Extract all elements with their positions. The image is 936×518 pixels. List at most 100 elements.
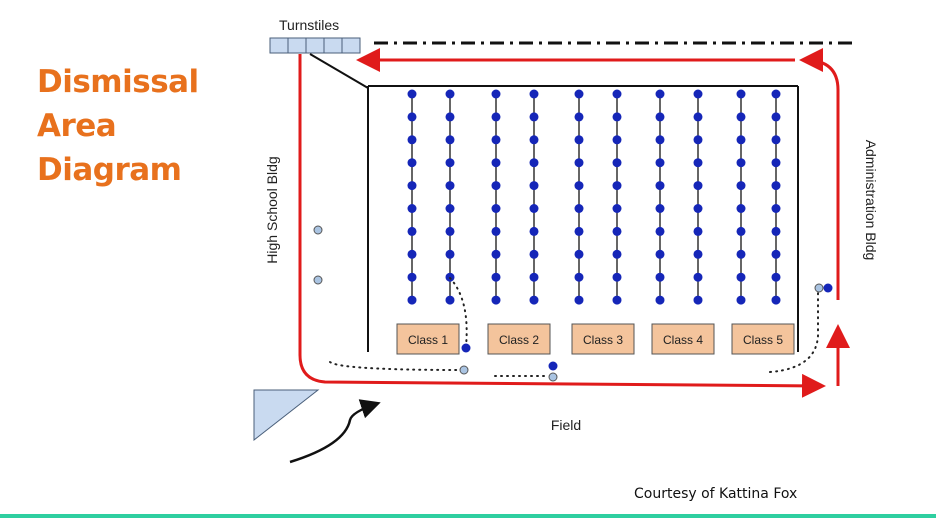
student-dot — [491, 204, 501, 213]
student-dot — [736, 112, 746, 122]
student-dot — [407, 249, 417, 259]
student-dot — [693, 181, 703, 191]
student-dot — [529, 249, 539, 259]
student-dot — [655, 249, 665, 259]
student-dot — [491, 295, 501, 305]
student-dot — [736, 135, 746, 145]
class-box: Class 2 — [487, 323, 551, 355]
student-dot — [574, 226, 584, 236]
class-box: Class 5 — [731, 323, 795, 355]
title-line: Diagram — [37, 152, 182, 188]
student-dot — [736, 272, 746, 282]
student-dot — [529, 204, 539, 213]
class-box: Class 4 — [651, 323, 715, 355]
student-dot — [407, 226, 417, 236]
student-dot — [693, 226, 703, 236]
student-dot — [491, 158, 501, 168]
student-dot — [491, 89, 501, 99]
accent-rule — [0, 514, 936, 518]
student-dot — [693, 295, 703, 305]
student-dot — [445, 249, 455, 259]
student-dot — [407, 112, 417, 122]
student-dot — [612, 272, 622, 282]
student-dot — [491, 226, 501, 236]
student-dot — [445, 112, 455, 122]
class-box: Class 3 — [571, 323, 635, 355]
student-dot — [693, 272, 703, 282]
student-dot — [612, 135, 622, 145]
student-dot — [529, 181, 539, 191]
entry-gate — [253, 389, 320, 442]
student-dot — [693, 249, 703, 259]
student-dot — [693, 89, 703, 99]
dismissal-route — [298, 48, 850, 398]
student-dot — [407, 295, 417, 305]
student-dot — [771, 226, 781, 236]
student-dot — [612, 158, 622, 168]
class-label: Class 1 — [408, 333, 448, 347]
high-school-label: High School Bldg — [264, 156, 280, 263]
student-dot — [574, 204, 584, 213]
student-dot — [736, 158, 746, 168]
student-dot — [612, 249, 622, 259]
student-dot — [491, 135, 501, 145]
student-dot — [529, 112, 539, 122]
student-dot — [407, 89, 417, 99]
student-dot — [529, 158, 539, 168]
student-dot — [529, 89, 539, 99]
student-dot — [445, 135, 455, 145]
courtyard-walls — [309, 53, 799, 352]
student-dot — [612, 181, 622, 191]
student-dot — [574, 181, 584, 191]
student-dot — [655, 272, 665, 282]
class-label: Class 5 — [743, 333, 783, 347]
student-dot — [529, 272, 539, 282]
dotted-paths — [329, 277, 820, 377]
title-line: Area — [37, 108, 117, 144]
student-dot — [529, 135, 539, 145]
student-dot — [655, 226, 665, 236]
student-dot — [574, 89, 584, 99]
student-dot — [612, 89, 622, 99]
student-dot — [771, 89, 781, 99]
class-label: Class 4 — [663, 333, 703, 347]
student-dot — [445, 226, 455, 236]
class-label: Class 3 — [583, 333, 623, 347]
student-dot — [736, 249, 746, 259]
turnstiles-label: Turnstiles — [279, 17, 339, 33]
student-dot — [445, 158, 455, 168]
student-dot — [771, 135, 781, 145]
student-lines — [407, 89, 781, 305]
student-dot — [736, 89, 746, 99]
student-dot — [491, 249, 501, 259]
class-box: Class 1 — [396, 323, 460, 355]
student-dot — [612, 295, 622, 305]
student-dot — [771, 249, 781, 259]
page-title: Dismissal Area Diagram — [37, 60, 199, 192]
student-dot — [574, 158, 584, 168]
student-dot — [771, 158, 781, 168]
student-dot — [736, 226, 746, 236]
student-dot — [655, 295, 665, 305]
student-dot — [445, 89, 455, 99]
field-label: Field — [551, 417, 581, 433]
student-dot — [736, 181, 746, 191]
student-dot — [574, 135, 584, 145]
student-dot — [529, 295, 539, 305]
student-dot — [612, 204, 622, 213]
student-dot — [491, 181, 501, 191]
student-dot — [693, 158, 703, 168]
student-dot — [655, 204, 665, 213]
standing-markers — [313, 225, 833, 382]
student-dot — [574, 112, 584, 122]
class-boxes: Class 1 Class 2 Class 3 Class 4 Class 5 — [396, 323, 795, 355]
student-dot — [655, 135, 665, 145]
student-dot — [771, 181, 781, 191]
student-dot — [407, 135, 417, 145]
student-dot — [655, 89, 665, 99]
student-dot — [574, 249, 584, 259]
student-dot — [612, 226, 622, 236]
student-dot — [574, 272, 584, 282]
turnstiles — [269, 37, 361, 54]
